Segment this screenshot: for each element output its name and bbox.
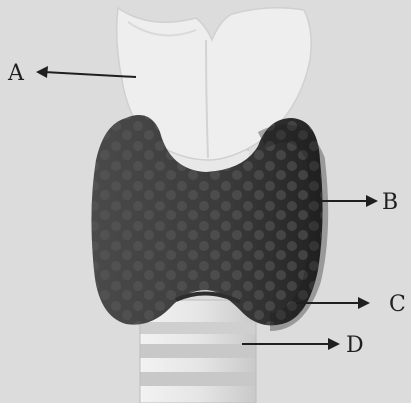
- tracheal-ring: [140, 372, 256, 386]
- label-d: D: [346, 333, 364, 358]
- tracheal-ring: [140, 344, 256, 358]
- tracheal-ring: [140, 322, 256, 334]
- label-c: C: [389, 292, 406, 317]
- label-b: B: [382, 190, 398, 215]
- label-a: A: [7, 61, 25, 86]
